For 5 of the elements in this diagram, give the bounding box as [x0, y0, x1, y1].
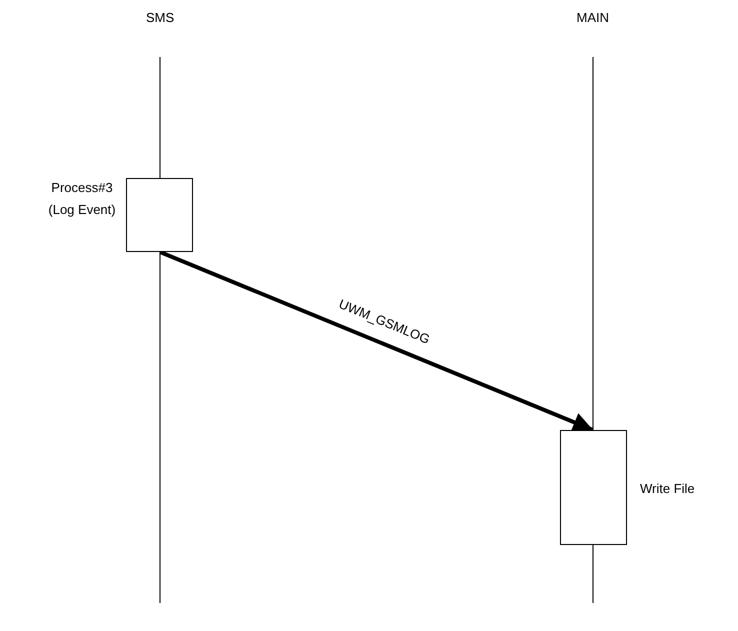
lifeline-title: SMS — [146, 10, 174, 25]
activation-caption: Process#3 (Log Event) — [47, 179, 117, 219]
message-arrow — [159, 250, 594, 432]
lifeline-title: MAIN — [576, 10, 609, 25]
activation-caption: Write File — [640, 480, 695, 498]
